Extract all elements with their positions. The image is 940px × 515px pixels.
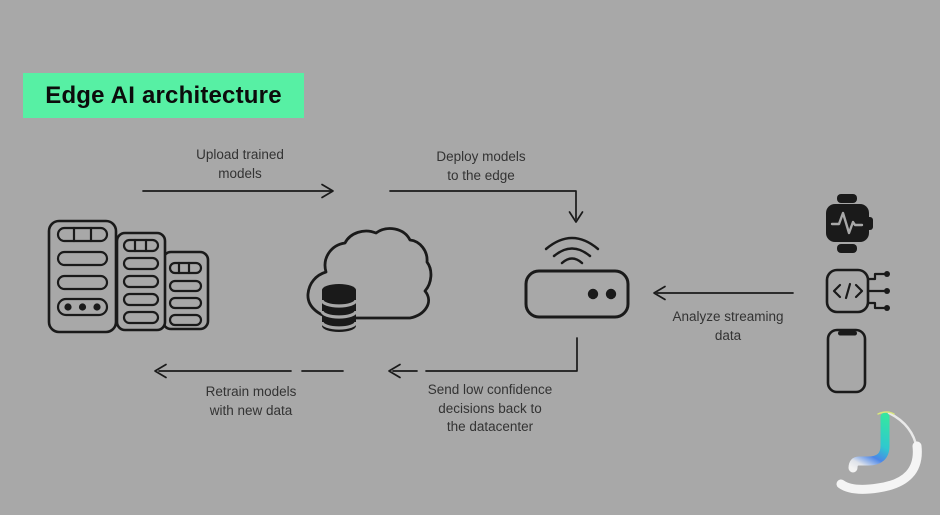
upload-label-line2: models <box>218 165 262 181</box>
code-brackets-icon <box>832 282 864 300</box>
analyze-arrow <box>653 285 794 301</box>
wifi-icon <box>544 236 600 265</box>
analyze-label-line1: Analyze streaming <box>672 309 784 324</box>
upload-label-line1: Upload trained <box>196 147 284 162</box>
database-icon <box>320 284 358 332</box>
retrain-label: Retrain models with new data <box>206 383 297 420</box>
edge-gateway-wifi-icon <box>524 236 630 319</box>
deploy-arrow <box>389 190 584 223</box>
retrain-arrow <box>154 363 344 379</box>
retrain-label-line2: with new data <box>209 402 293 418</box>
page-title: Edge AI architecture <box>23 73 304 118</box>
retrain-label-line1: Retrain models <box>205 384 297 399</box>
send-back-label-line3: the datacenter <box>446 419 534 434</box>
upload-arrow <box>142 183 334 199</box>
upload-label: Upload trained models <box>196 146 284 183</box>
smartphone-icon <box>826 328 867 394</box>
code-module-icon <box>825 268 890 314</box>
j-brand-logo <box>836 411 922 494</box>
send-back-label-line2: decisions back to <box>438 400 542 416</box>
server-racks-icon <box>47 219 210 334</box>
deploy-label-line1: Deploy models <box>436 149 526 164</box>
analyze-label-line2: data <box>714 327 742 343</box>
send-back-label: Send low confidence decisions back to th… <box>428 381 553 437</box>
deploy-label-line2: to the edge <box>447 167 515 183</box>
smartwatch-heartbeat-icon <box>826 194 873 253</box>
analyze-label: Analyze streaming data <box>672 308 783 345</box>
cloud-database-icon <box>306 227 433 332</box>
send-back-arrow <box>388 337 578 379</box>
deploy-label: Deploy models to the edge <box>436 148 525 185</box>
page-title-text: Edge AI architecture <box>45 81 282 109</box>
send-back-label-line1: Send low confidence <box>427 382 553 397</box>
